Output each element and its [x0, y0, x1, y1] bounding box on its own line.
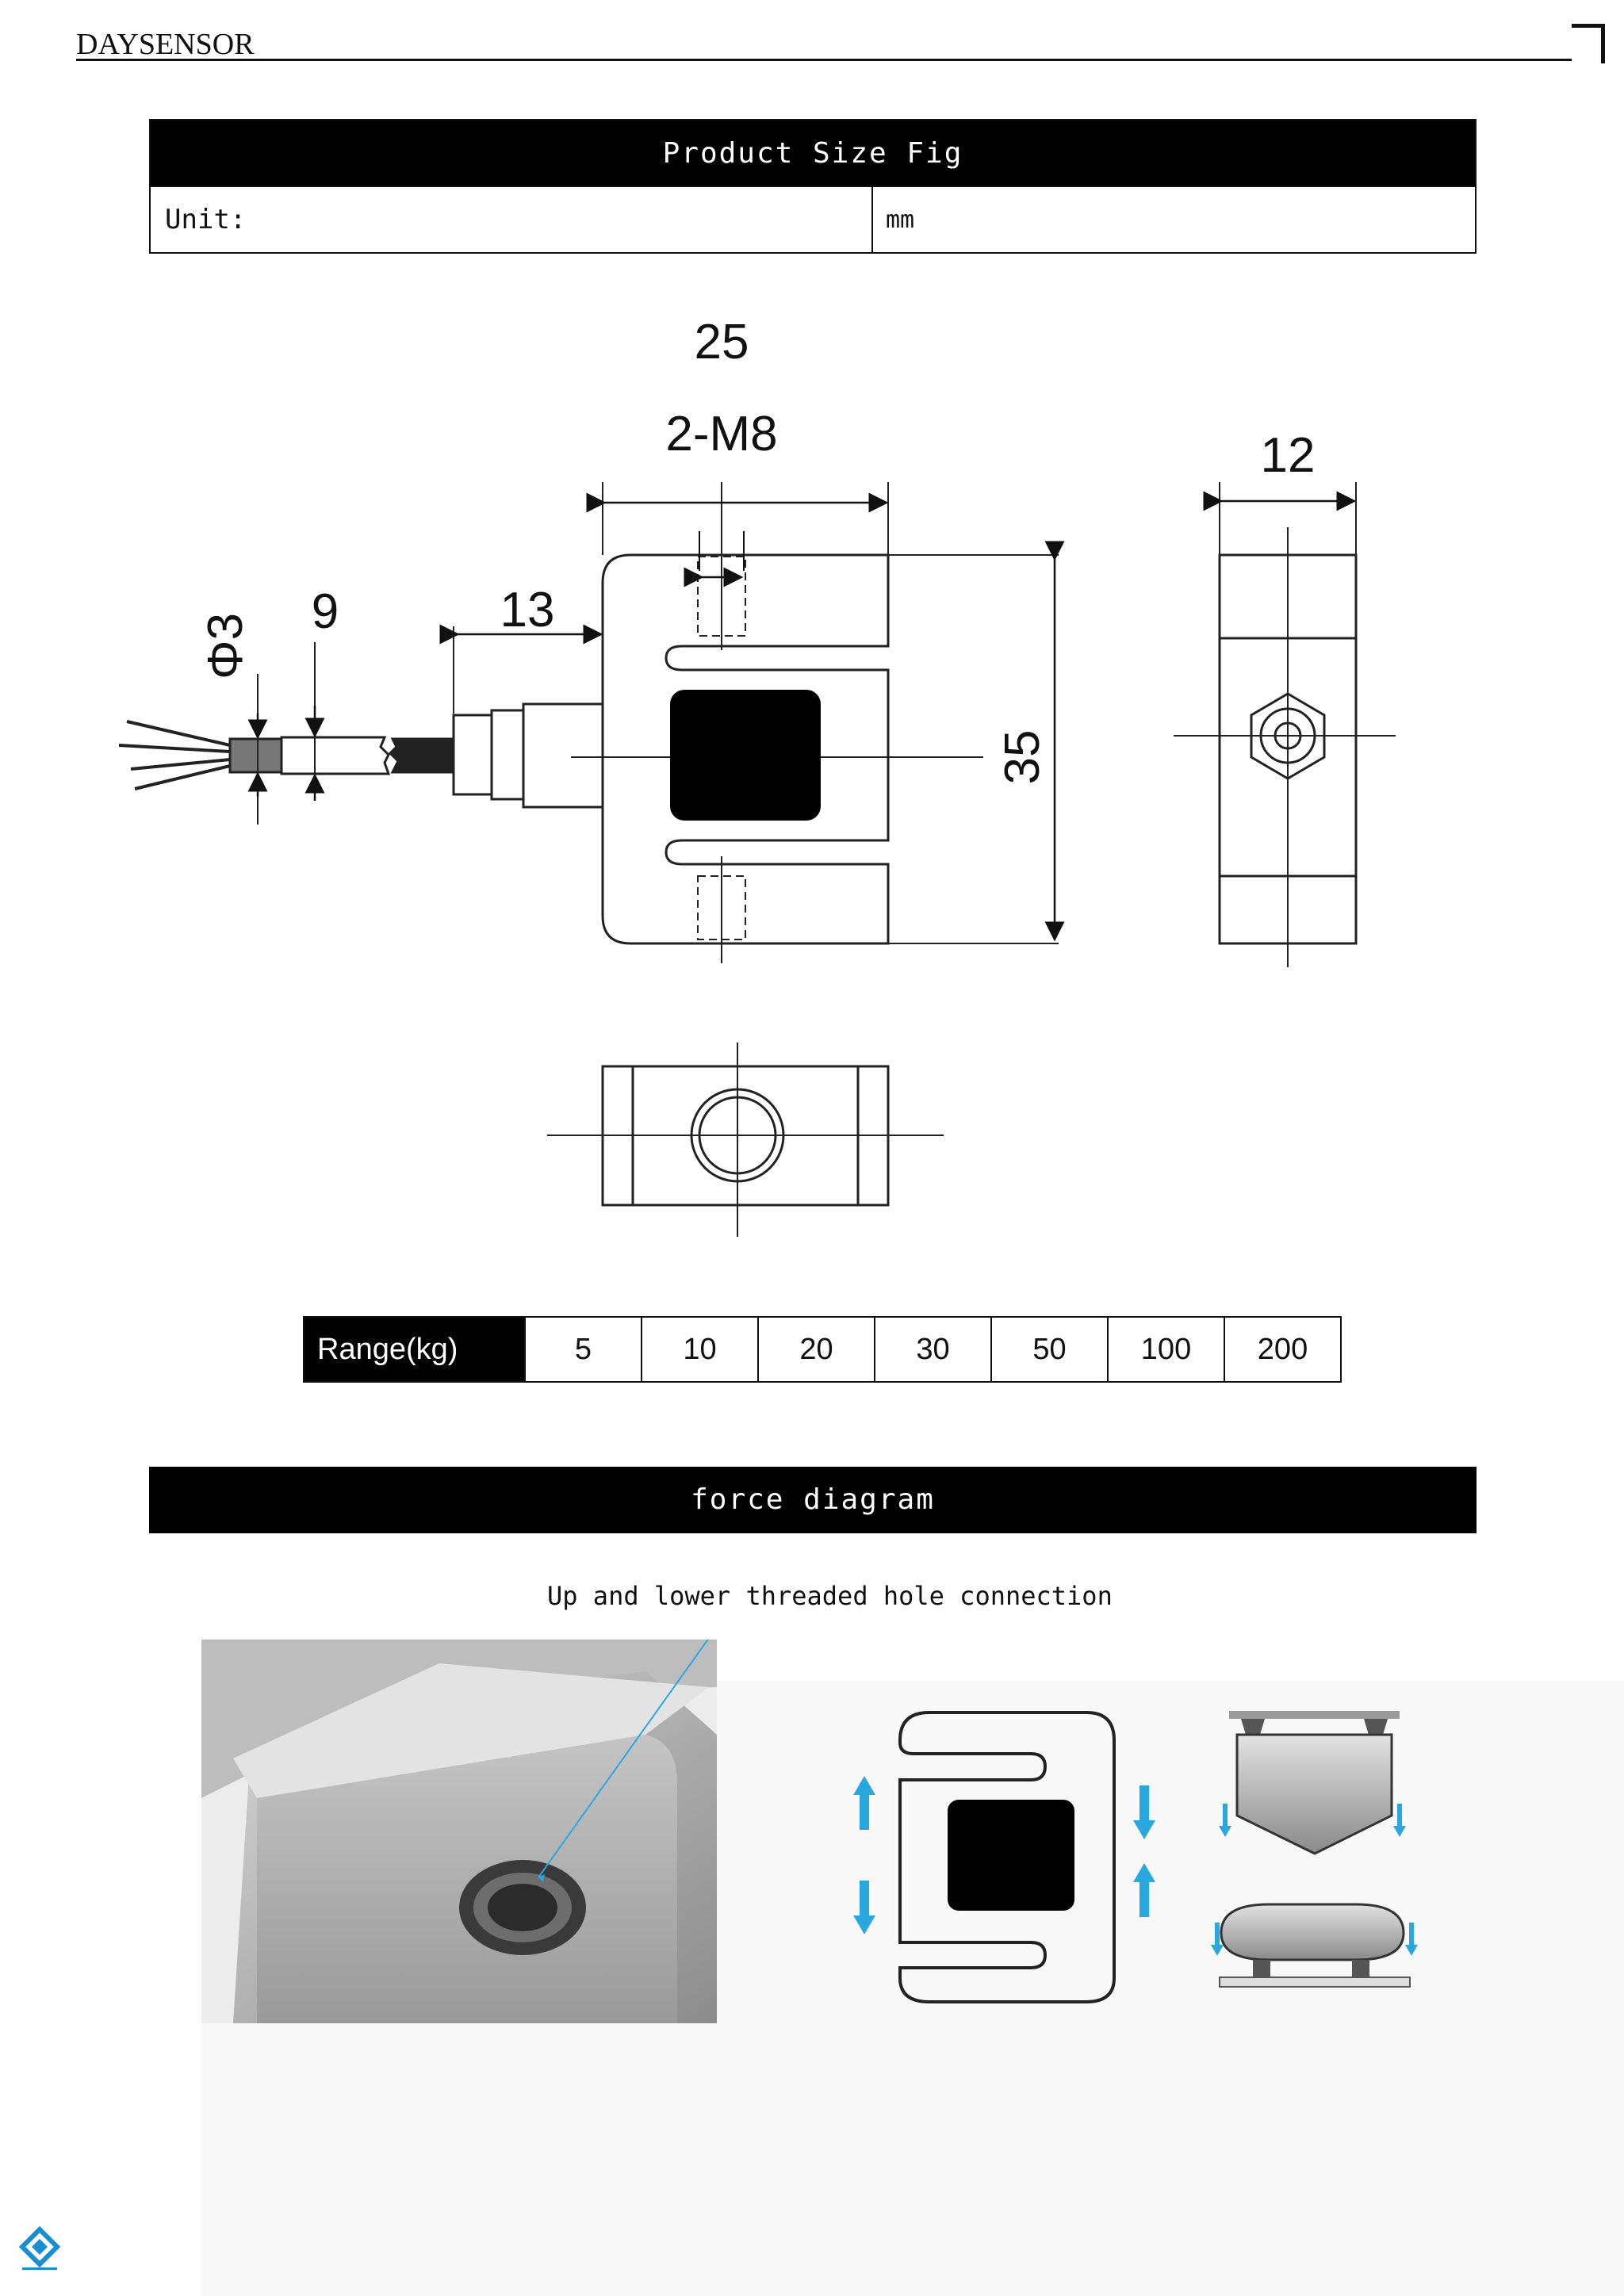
brand-name: DAYSENSOR — [76, 28, 255, 61]
range-value: 20 — [757, 1316, 875, 1383]
unit-label: Unit: — [149, 186, 873, 254]
product-size-table: Product Size Fig Unit: mm — [149, 119, 1477, 254]
corner-mark — [1572, 24, 1605, 63]
range-value: 100 — [1107, 1316, 1225, 1383]
technical-drawing: 25 2-M8 12 9 13 35 Φ3 — [118, 315, 1396, 1237]
range-value: 200 — [1224, 1316, 1342, 1383]
range-table: Range(kg) 5 10 20 30 50 100 200 — [303, 1316, 1342, 1383]
range-value: 10 — [641, 1316, 759, 1383]
dim-13: 13 — [500, 583, 555, 637]
dim-cable-diameter: Φ3 — [198, 613, 253, 679]
dim-9: 9 — [312, 584, 339, 639]
dim-thread: 2-M8 — [665, 407, 777, 461]
photo-caption: Up and lower threaded hole connection — [547, 1581, 1113, 1611]
range-value: 30 — [874, 1316, 992, 1383]
dim-height: 35 — [995, 730, 1050, 785]
range-label: Range(kg) — [303, 1316, 526, 1383]
range-value: 5 — [524, 1316, 642, 1383]
unit-value: mm — [871, 186, 1477, 254]
dim-width: 25 — [695, 315, 749, 369]
range-value: 50 — [990, 1316, 1109, 1383]
sensor-photo — [201, 1640, 717, 2023]
header-rule — [76, 59, 1572, 61]
dim-depth: 12 — [1261, 428, 1316, 483]
table-title: Product Size Fig — [149, 119, 1477, 187]
force-illustration — [853, 1711, 1418, 2003]
company-logo — [18, 2226, 61, 2270]
force-diagram-title: force diagram — [149, 1467, 1477, 1533]
